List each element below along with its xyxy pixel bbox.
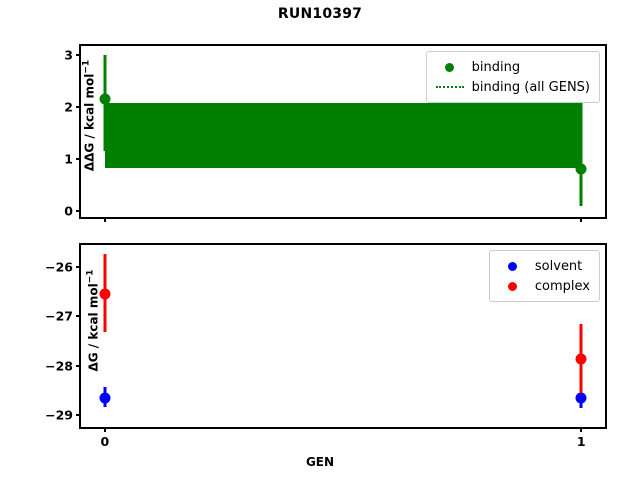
top-legend-label-0: binding [471, 59, 521, 75]
top-panel-legend[interactable]: binding binding (all GENS) [425, 51, 600, 103]
y-tick-mark [76, 413, 81, 416]
data-point-marker [575, 392, 587, 404]
bottom-legend-label-0: solvent [534, 258, 583, 274]
y-tick-mark [76, 315, 81, 318]
y-tick-label: −27 [45, 308, 73, 324]
top-legend-key-1 [434, 86, 466, 88]
y-tick-label: 2 [64, 99, 73, 115]
y-tick-mark [76, 157, 81, 160]
figure-title: RUN10397 [277, 6, 363, 22]
circle-marker-icon [508, 281, 518, 291]
data-point-marker [99, 288, 111, 300]
y-tick-label: 1 [64, 151, 73, 167]
y-tick-label: −28 [45, 358, 73, 373]
x-tick-mark [103, 217, 106, 222]
y-tick-label: 3 [64, 47, 73, 63]
y-tick-mark [76, 54, 81, 57]
data-point-marker [575, 163, 587, 175]
top-legend-item-0[interactable]: binding [434, 57, 590, 77]
circle-marker-icon [445, 62, 455, 72]
x-tick-mark [580, 217, 583, 222]
y-tick-mark [76, 209, 81, 212]
top-panel-plot-area [81, 46, 605, 217]
top-legend-label-1: binding (all GENS) [471, 79, 590, 95]
x-tick-label: 0 [100, 434, 110, 449]
top-legend-item-1[interactable]: binding (all GENS) [434, 77, 590, 97]
data-point-marker [99, 392, 111, 404]
dotted-line-icon [435, 86, 464, 88]
y-tick-label: 0 [64, 203, 73, 219]
data-point-marker [99, 93, 111, 105]
bottom-legend-key-0 [497, 261, 529, 271]
circle-marker-icon [508, 261, 518, 271]
bottom-panel-legend[interactable]: solvent complex [488, 250, 600, 302]
x-axis-label: GEN [305, 455, 335, 469]
data-point-marker [575, 353, 587, 365]
y-tick-label: −26 [45, 259, 73, 275]
top-legend-key-0 [434, 62, 466, 72]
y-tick-mark [76, 266, 81, 269]
bottom-legend-key-1 [497, 281, 529, 291]
bottom-legend-item-1[interactable]: complex [497, 276, 590, 296]
x-tick-mark [103, 427, 106, 432]
y-tick-mark [76, 364, 81, 367]
binding-all-gens-band [104, 103, 582, 168]
bottom-legend-label-1: complex [534, 278, 590, 294]
error-bar [579, 103, 583, 206]
bottom-legend-item-0[interactable]: solvent [497, 256, 590, 276]
x-tick-mark [580, 427, 583, 432]
y-tick-mark [76, 106, 81, 109]
bottom-panel-plot-area [81, 245, 605, 427]
x-tick-label: 1 [576, 434, 586, 449]
y-tick-label: −29 [45, 407, 73, 423]
